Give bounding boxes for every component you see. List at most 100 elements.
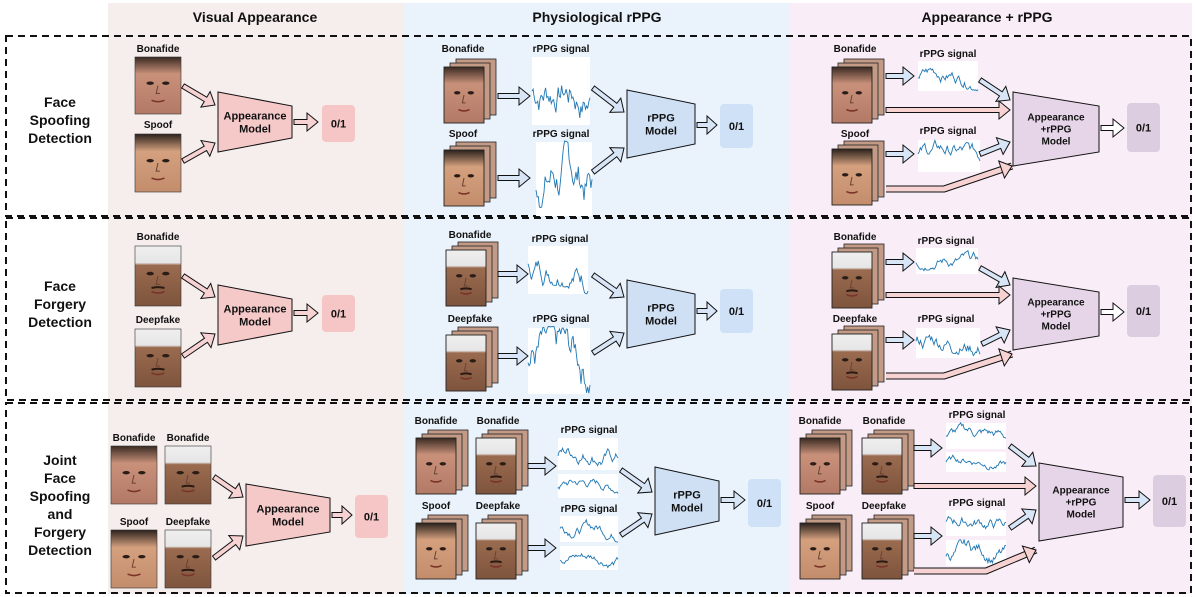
bonafide-frame-stack [861, 429, 915, 495]
rppg-signal-plot [527, 325, 591, 394]
deepfake-label: Deepfake [448, 314, 493, 325]
deepfake-frame-stack [831, 325, 885, 391]
spoof-label: Spoof [806, 501, 835, 512]
flow-arrow [885, 329, 915, 351]
flow-arrow [1100, 301, 1125, 323]
flow-arrow [211, 474, 244, 499]
rppg-signal-label: rPPG signal [949, 410, 1006, 421]
row-label-line: and [48, 506, 73, 522]
spoof-frame-stack [799, 514, 853, 580]
bonafide-face-image [443, 66, 485, 124]
model-label: rPPG [673, 489, 701, 501]
deepfake-frame-stack [475, 514, 529, 580]
flow-arrow [527, 537, 557, 559]
rppg-signal-plot [557, 438, 619, 470]
bonafide-face-image [164, 445, 212, 505]
model-label: +rPPG [1066, 498, 1097, 509]
deepfake-face-image [445, 334, 487, 392]
column-header-appearance-rppg: Appearance + rPPG [921, 9, 1052, 25]
bonafide-frame-stack [415, 429, 469, 495]
row-label-line: Spoofing [30, 112, 91, 128]
flow-arrow [1007, 443, 1037, 467]
model-label: Appearance [1027, 113, 1085, 124]
rppg-signal-label: rPPG signal [918, 314, 975, 325]
row-frame-face-spoofing [5, 35, 1192, 217]
flow-arrow [497, 263, 529, 285]
flow-arrow [978, 136, 1011, 157]
output-label: 0/1 [331, 119, 346, 131]
model-label: Model [671, 502, 703, 514]
output-label: 0/1 [1136, 306, 1151, 318]
row-label-line: Face [44, 94, 76, 110]
deepfake-frame-stack [861, 514, 915, 580]
bonafide-face-image [445, 249, 487, 307]
bonafide-label: Bonafide [834, 232, 877, 243]
deepfake-face-image [134, 328, 182, 388]
column-header-physiological-rppg: Physiological rPPG [532, 9, 661, 25]
rppg-signal-plot [559, 516, 619, 543]
spoof-face-image [415, 522, 457, 580]
rppg-signal-label: rPPG signal [920, 126, 977, 137]
flow-arrow [497, 85, 531, 107]
output-combined-row1: 0/1 [1127, 103, 1160, 152]
model-label: Appearance [1027, 298, 1085, 309]
bonafide-label: Bonafide [415, 416, 458, 427]
bonafide-label: Bonafide [167, 433, 210, 444]
output-label: 0/1 [1136, 123, 1151, 135]
model-label: Model [1042, 137, 1071, 148]
row-label-line: Spoofing [30, 488, 91, 504]
spoof-frame-stack [443, 141, 497, 207]
rppg-signal-plot [915, 328, 981, 358]
row-label-line: Joint [43, 452, 77, 468]
flow-arrow [913, 437, 943, 459]
flow-arrow [293, 111, 319, 133]
deepfake-face-image [861, 522, 903, 580]
spoof-frame-stack [831, 140, 885, 206]
bonafide-label: Bonafide [863, 416, 906, 427]
bonafide-label: Bonafide [799, 416, 842, 427]
bonafide-frame-stack [443, 58, 497, 124]
spoof-label: Spoof [449, 129, 478, 140]
rppg-signal-label: rPPG signal [533, 314, 590, 325]
flow-arrow [885, 284, 1011, 306]
model-label: Appearance [224, 303, 287, 315]
rppg-signal-label: rPPG signal [533, 129, 590, 140]
flow-arrow [211, 534, 244, 561]
model-label: Model [1067, 510, 1096, 521]
row-label-line: Face [44, 470, 76, 486]
flow-arrow [1007, 508, 1037, 531]
bonafide-frame-stack [799, 429, 853, 495]
rppg-signal-plot [945, 421, 1007, 449]
flow-arrow [978, 265, 1011, 289]
output-rppg-row2: 0/1 [720, 289, 753, 333]
rppg-signal-label: rPPG signal [532, 234, 589, 245]
model-label: rPPG [647, 112, 675, 124]
rppg-signal-plot [945, 539, 1006, 566]
flow-arrow [331, 504, 353, 526]
flow-arrow [885, 65, 915, 87]
bonafide-frame-stack [831, 243, 885, 309]
bonafide-label: Bonafide [442, 44, 485, 55]
row-frame-joint [5, 402, 1192, 594]
flow-arrow [1124, 489, 1151, 511]
model-label: Model [239, 123, 271, 135]
rppg-signal-plot [945, 510, 1007, 536]
rppg-signal-label: rPPG signal [533, 44, 590, 55]
output-label: 0/1 [729, 121, 744, 133]
spoof-label: Spoof [144, 120, 173, 131]
rppg-signal-plot [915, 248, 979, 274]
model-label: +rPPG [1041, 125, 1072, 136]
deepfake-label: Deepfake [136, 315, 181, 326]
flow-arrow [980, 326, 1011, 347]
model-label: rPPG [647, 302, 675, 314]
spoof-label: Spoof [841, 129, 870, 140]
bonafide-face-image [134, 245, 182, 307]
rppg-signal-label: rPPG signal [561, 425, 618, 436]
output-combined-row3: 0/1 [1153, 475, 1186, 527]
